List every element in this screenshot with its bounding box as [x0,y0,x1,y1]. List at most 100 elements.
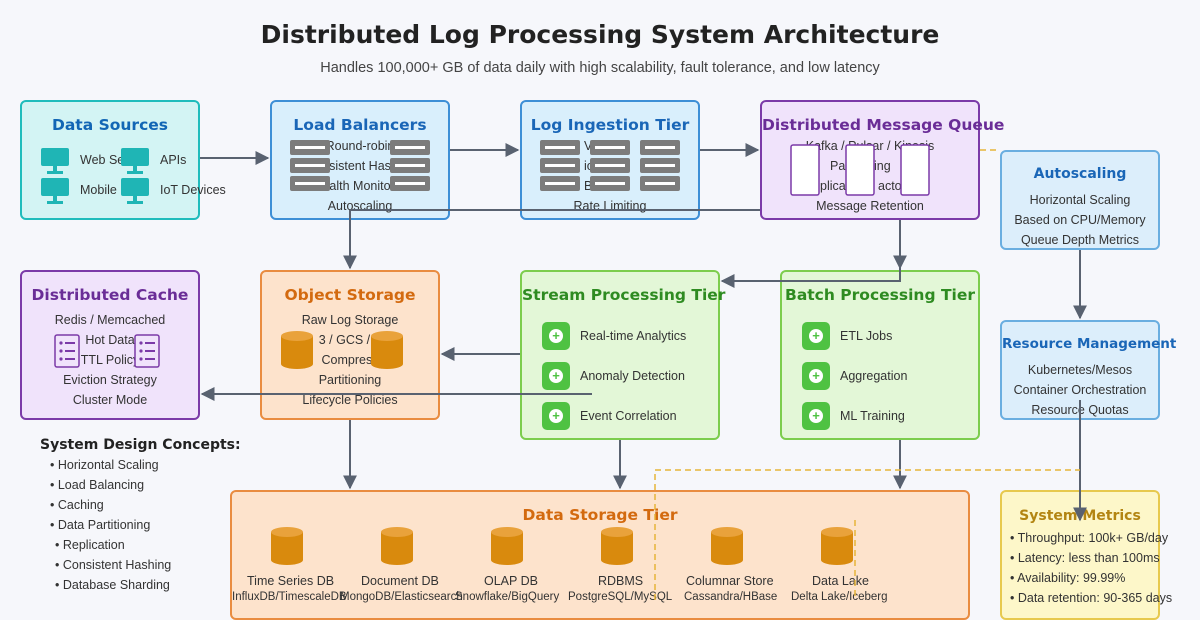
database-cylinder-icon [821,527,853,565]
server-icon [540,140,580,191]
object-storage-line: Raw Log Storage [301,313,399,327]
database-cylinder-icon [381,527,413,565]
data-sources-box[interactable]: Data Sources Web Se Mobile APIs IoT Devi… [20,100,226,220]
concept-item: • Consistent Hashing [55,558,172,572]
metric-item: • Throughput: 100k+ GB/day [1010,531,1169,545]
store-name: OLAP DB [484,574,538,588]
cache-line: Hot Data [85,333,135,347]
queue-line: plica [820,179,846,193]
server-icon [290,140,330,191]
load-balancers-title: Load Balancers [293,116,427,134]
object-storage-title: Object Storage [284,286,416,304]
message-queue-title: Distributed Message Queue [762,116,1005,134]
page-title: Distributed Log Processing System Archit… [260,20,940,49]
queue-partition-icon [790,144,930,196]
server-icon [390,140,430,191]
database-cylinder-icon [281,331,313,369]
server-icon [590,140,630,191]
metric-item: • Latency: less than 100ms [1010,551,1160,565]
server-icon [640,140,680,191]
store-name: Document DB [361,574,439,588]
stream-item: Event Correlation [580,409,677,423]
load-balancers-box[interactable]: Load Balancers Round-robin sistent Has a… [270,100,450,220]
document-list-icon [54,334,80,368]
stream-title: Stream Processing Tier [522,286,726,304]
database-cylinder-icon [371,331,403,369]
add-circle-icon [802,402,830,430]
concept-item: • Caching [50,498,104,512]
metric-item: • Availability: 99.99% [1010,571,1126,585]
log-ingestion-box[interactable]: Log Ingestion Tier Va ion B Rate Limitin… [520,100,700,220]
monitor-icon [121,178,149,204]
storage-tier-title: Data Storage Tier [522,506,678,524]
resource-line: Container Orchestration [1013,383,1147,397]
database-cylinder-icon [271,527,303,565]
cache-line: Redis / Memcached [54,313,166,327]
store-name: Columnar Store [686,574,774,588]
source-apis: APIs [160,153,187,167]
monitor-icon [41,178,69,204]
batch-item: ML Training [840,409,905,423]
object-storage-line: Lifecycle Policies [302,393,398,407]
autoscaling-title: Autoscaling [1033,166,1127,182]
add-circle-icon [802,322,830,350]
page-subtitle: Handles 100,000+ GB of data daily with h… [320,60,880,76]
dashed-stream-monitoring [654,469,1080,600]
resource-title: Resource Management [1002,336,1177,352]
store-name: RDBMS [598,574,644,588]
queue-line: Par [830,159,850,173]
arrow-queue-to-stream [720,220,901,288]
lb-line: alth Monito [329,179,391,193]
source-mobile: Mobile [80,183,117,197]
store-name: Time Series DB [247,574,335,588]
message-queue-box[interactable]: Distributed Message Queue Kafka / Pulsar… [760,100,1005,220]
concept-item: • Data Partitioning [50,518,151,532]
concept-item: • Database Sharding [55,578,170,592]
database-cylinder-icon [601,527,633,565]
monitor-icon [41,148,69,174]
batch-item: ETL Jobs [840,329,893,343]
document-list-icon [134,334,160,368]
source-web-services: Web Se [80,153,125,167]
monitor-icon [121,148,149,174]
add-circle-icon [802,362,830,390]
stream-item: Real-time Analytics [580,329,687,343]
resource-line: Kubernetes/Mesos [1027,363,1133,377]
batch-title: Batch Processing Tier [785,286,975,304]
cache-line: Cluster Mode [72,393,148,407]
add-circle-icon [542,402,570,430]
autoscaling-line: Queue Depth Metrics [1020,233,1140,247]
stream-processing-box[interactable]: Stream Processing Tier Real-time Analyti… [520,270,726,440]
database-cylinder-icon [491,527,523,565]
add-circle-icon [542,322,570,350]
autoscaling-box[interactable]: Autoscaling Horizontal Scaling Based on … [1000,150,1160,250]
queue-line: ing [874,159,891,173]
object-storage-line: 3 / GCS / A [318,333,382,347]
add-circle-icon [542,362,570,390]
object-storage-line: Partitioning [318,373,382,387]
data-sources-title: Data Sources [51,116,168,134]
lb-line: sistent Has [329,159,391,173]
dashed-monitoring-lines [654,149,1080,600]
concept-item: • Replication [55,538,125,552]
cache-line: TTL Policy [80,353,140,367]
log-ingestion-title: Log Ingestion Tier [530,116,690,134]
autoscaling-line: Based on CPU/Memory [1014,213,1146,227]
batch-processing-box[interactable]: Batch Processing Tier ETL Jobs Aggregati… [780,270,980,440]
object-storage-line: Compress [321,353,379,367]
lb-line: Round-robin [325,139,395,153]
source-iot-devices: IoT Devices [160,183,226,197]
ingestion-line: B [584,179,593,193]
flow-arrows [200,143,1087,522]
connector-overlay [200,143,1087,600]
queue-line: acto [878,179,902,193]
distributed-cache-box[interactable]: Distributed Cache Redis / Memcached Hot … [20,270,200,420]
concept-item: • Load Balancing [50,478,145,492]
database-cylinder-icon [711,527,743,565]
cache-line: Eviction Strategy [63,373,157,387]
stream-item: Anomaly Detection [580,369,685,383]
batch-item: Aggregation [840,369,908,383]
concept-item: • Horizontal Scaling [50,458,159,472]
queue-line: Message Retention [816,199,924,213]
cache-title: Distributed Cache [31,286,189,304]
